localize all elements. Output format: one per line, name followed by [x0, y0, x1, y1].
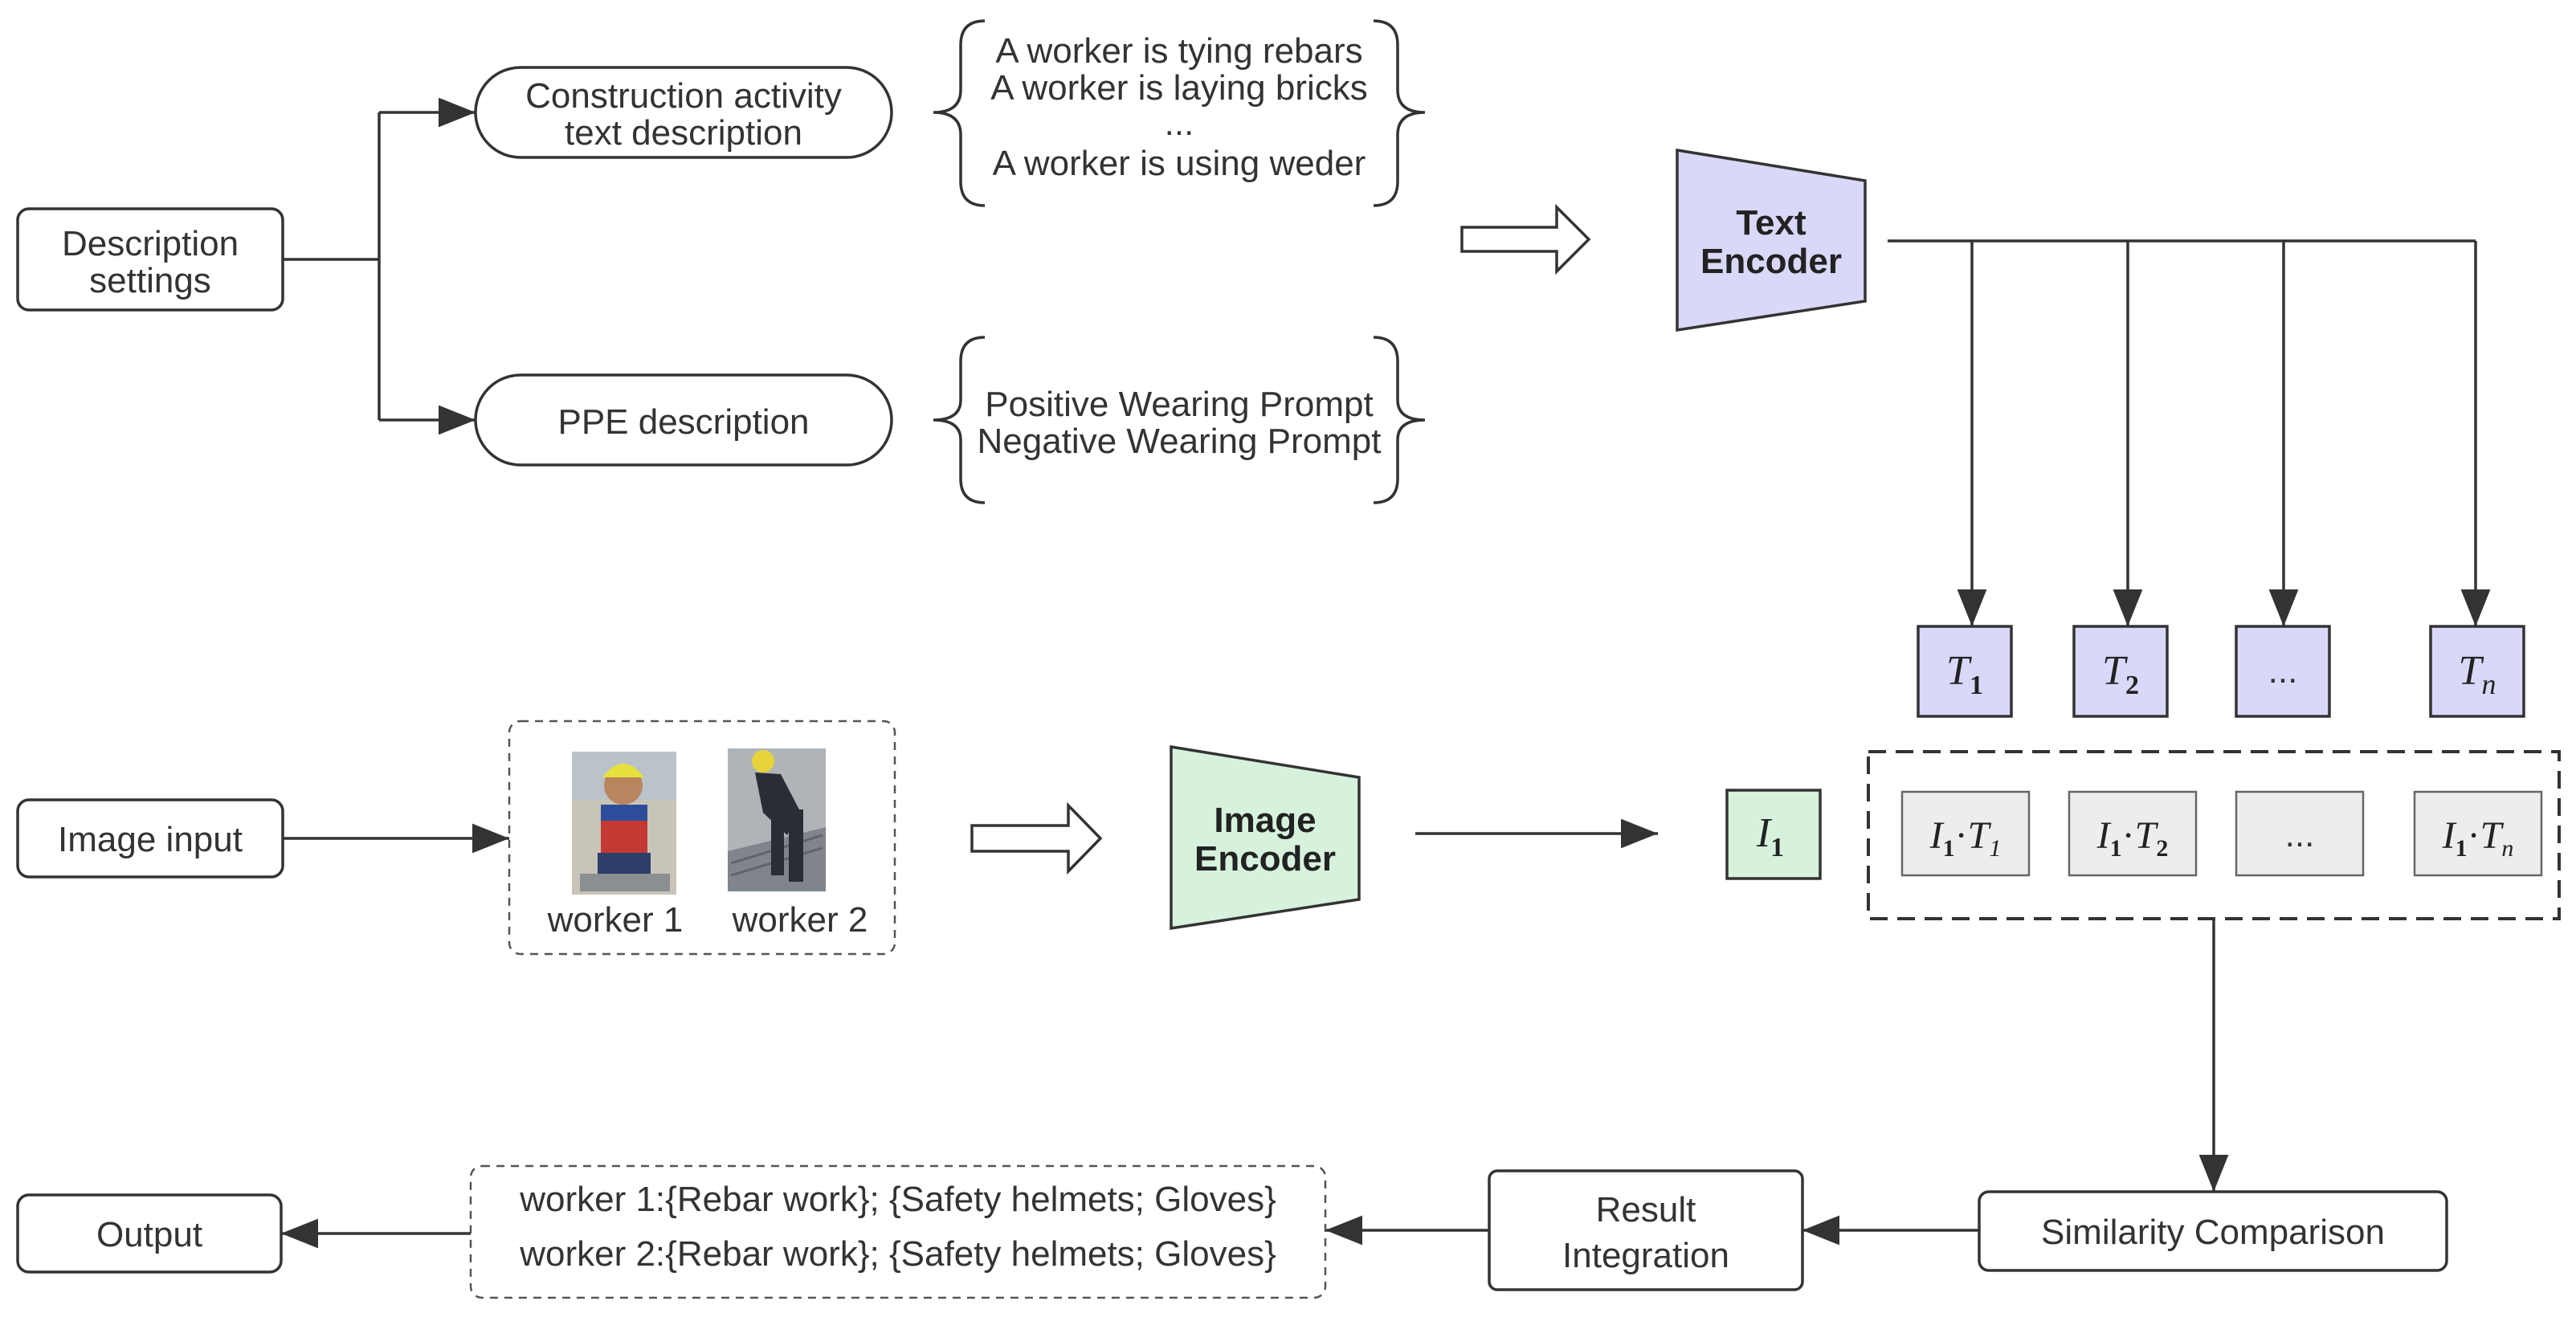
negative-wearing-prompt: Negative Wearing Prompt	[978, 422, 1382, 461]
image-feature-i1: I1	[1725, 789, 1822, 880]
worker-1-photo	[572, 752, 676, 895]
product-ellipsis: ...	[2235, 790, 2365, 877]
t1-sub: 1	[1970, 671, 1983, 700]
activity-examples-group: A worker is tying rebars A worker is lay…	[933, 19, 1426, 207]
i1-base: I	[1756, 810, 1773, 856]
right-brace	[1373, 336, 1426, 504]
pn-a: I	[2442, 814, 2457, 857]
tn-sub: n	[2481, 668, 2496, 700]
worker-1-label: worker 1	[547, 900, 684, 940]
activity-example-1: A worker is tying rebars	[995, 31, 1362, 71]
svg-text:I1·Tn: I1·Tn	[2442, 814, 2514, 862]
image-input-box: Image input	[16, 798, 284, 879]
svg-text:T1: T1	[1946, 648, 1983, 700]
hollow-arrow-to-text-encoder	[1460, 203, 1591, 275]
text-feature-ellipsis: ...	[2235, 625, 2331, 718]
pn-b: T	[2480, 814, 2505, 857]
tn-base: T	[2459, 648, 2484, 694]
result-integration-box: Result Integration	[1488, 1169, 1804, 1291]
product-i1-t2: I1·T2	[2068, 790, 2198, 877]
p1-b-sub: 1	[1989, 835, 2001, 862]
product-i1-t1: I1·T1	[1900, 790, 2031, 877]
svg-text:T2: T2	[2102, 648, 2139, 700]
t2-base: T	[2102, 648, 2128, 694]
pn-dot: ·	[2468, 814, 2480, 857]
left-brace	[933, 336, 986, 504]
image-encoder-line1: Image	[1214, 801, 1316, 840]
t1-base: T	[1946, 648, 1972, 694]
similarity-comparison-box: Similarity Comparison	[1978, 1190, 2448, 1272]
output-box: Output	[16, 1193, 283, 1274]
similarity-comparison-label: Similarity Comparison	[2041, 1213, 2385, 1252]
text-encoder-distribution	[1888, 239, 2491, 626]
ppe-description-box: PPE description	[474, 373, 893, 467]
activity-description-box: Construction activity text description	[474, 66, 893, 159]
image-input-label: Image input	[58, 820, 243, 859]
p2-dot: ·	[2122, 814, 2135, 857]
svg-text:Tn: Tn	[2459, 648, 2496, 700]
ppe-description-label: PPE description	[557, 402, 809, 442]
p2-a: I	[2096, 814, 2112, 857]
right-brace	[1373, 19, 1426, 207]
positive-wearing-prompt: Positive Wearing Prompt	[985, 385, 1373, 424]
p1-a: I	[1929, 814, 1945, 857]
p2-b: T	[2135, 814, 2159, 857]
worker-2-photo	[728, 748, 826, 891]
i1-sub: 1	[1770, 833, 1784, 862]
product-i1-tn: I1·Tn	[2413, 790, 2543, 877]
activity-example-ellipsis: ...	[1165, 104, 1194, 143]
text-feature-ellipsis-label: ...	[2268, 651, 2298, 691]
svg-text:I1: I1	[1756, 810, 1784, 862]
text-feature-tn: Tn	[2429, 625, 2525, 718]
worker-2-label: worker 2	[732, 900, 868, 940]
description-settings-box: Description settings	[16, 207, 284, 312]
description-branch-connector	[283, 97, 476, 435]
activity-example-2: A worker is laying bricks	[990, 68, 1367, 108]
result-worker-2: worker 2:{Rebar work}; {Safety helmets; …	[519, 1234, 1276, 1274]
product-ellipsis-label: ...	[2285, 815, 2315, 854]
pn-b-sub: n	[2501, 835, 2513, 862]
results-group: worker 1:{Rebar work}; {Safety helmets; …	[469, 1164, 1327, 1299]
left-brace	[933, 19, 986, 207]
p2-a-sub: 1	[2110, 835, 2122, 862]
p2-b-sub: 2	[2156, 835, 2168, 862]
text-encoder-line1: Text	[1736, 203, 1806, 243]
p1-a-sub: 1	[1943, 835, 1955, 862]
pn-a-sub: 1	[2456, 835, 2468, 862]
hollow-arrow-to-image-encoder	[970, 801, 1103, 875]
activity-description-line2: text description	[565, 113, 802, 153]
image-encoder: Image Encoder	[1170, 744, 1361, 931]
p1-dot: ·	[1955, 814, 1968, 857]
result-integration-line2: Integration	[1562, 1236, 1729, 1275]
text-encoder-line2: Encoder	[1700, 242, 1842, 281]
output-label: Output	[96, 1215, 202, 1254]
workers-image-group: worker 1 worker 2	[508, 720, 896, 956]
activity-example-4: A worker is using weder	[993, 144, 1366, 183]
activity-description-line1: Construction activity	[525, 76, 842, 116]
result-integration-line1: Result	[1596, 1190, 1696, 1229]
description-settings-line2: settings	[89, 261, 211, 300]
similarity-products-group: I1·T1 I1·T2 ... I1·Tn	[1867, 750, 2561, 920]
text-feature-t1: T1	[1917, 625, 2013, 718]
image-encoder-line2: Encoder	[1194, 839, 1336, 879]
ppe-prompts-group: Positive Wearing Prompt Negative Wearing…	[933, 336, 1426, 504]
text-encoder: Text Encoder	[1676, 148, 1867, 332]
p1-b: T	[1968, 814, 1992, 857]
t2-sub: 2	[2125, 671, 2139, 700]
svg-text:I1·T2: I1·T2	[2096, 814, 2169, 862]
result-worker-1: worker 1:{Rebar work}; {Safety helmets; …	[519, 1180, 1276, 1219]
description-settings-line1: Description	[62, 224, 239, 263]
svg-text:I1·T1: I1·T1	[1929, 814, 2002, 862]
text-feature-t2: T2	[2072, 625, 2169, 718]
